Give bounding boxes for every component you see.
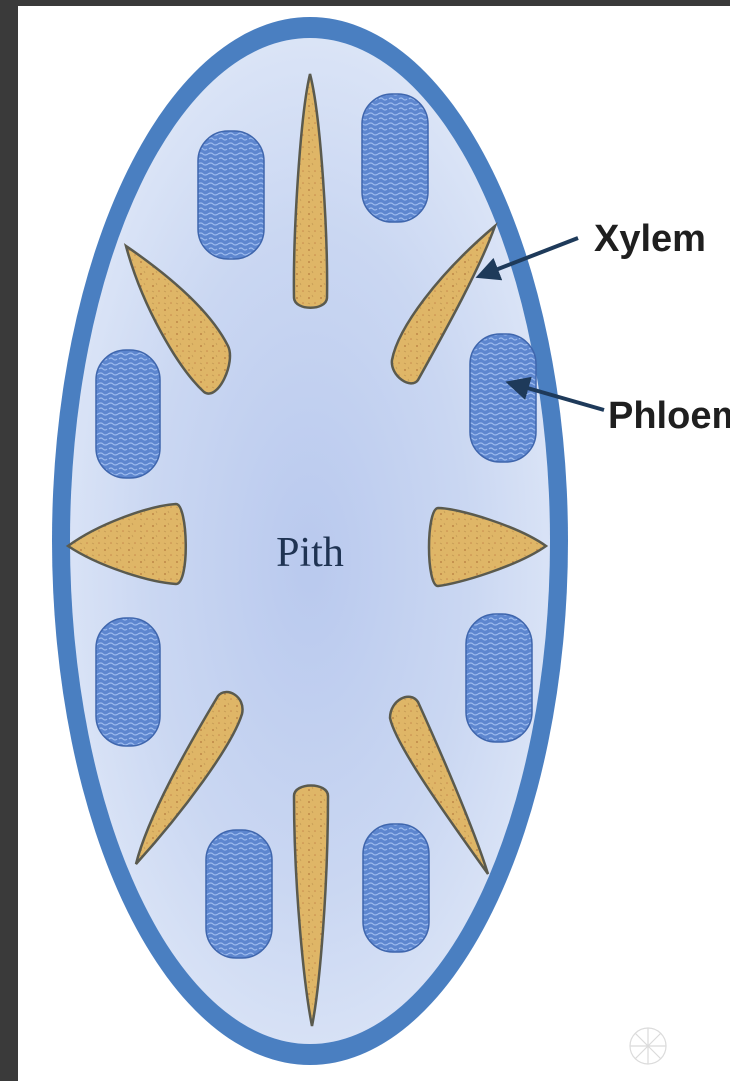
phloem-bundle: [363, 824, 429, 952]
phloem-label: Phloem: [608, 395, 730, 437]
xylem-label: Xylem: [594, 218, 706, 260]
vascular-bundle-diagram: Pith Xylem Phloem: [18, 6, 730, 1081]
phloem-bundle: [96, 618, 160, 746]
phloem-bundle: [466, 614, 532, 742]
phloem-bundle: [96, 350, 160, 478]
diagram-canvas: Pith Xylem Phloem: [18, 6, 730, 1081]
pith-label: Pith: [276, 530, 344, 576]
phloem-bundle: [362, 94, 428, 222]
phloem-bundle: [470, 334, 536, 462]
phloem-bundle: [198, 131, 264, 259]
watermark-ornament: [630, 1028, 666, 1064]
phloem-bundle: [206, 830, 272, 958]
